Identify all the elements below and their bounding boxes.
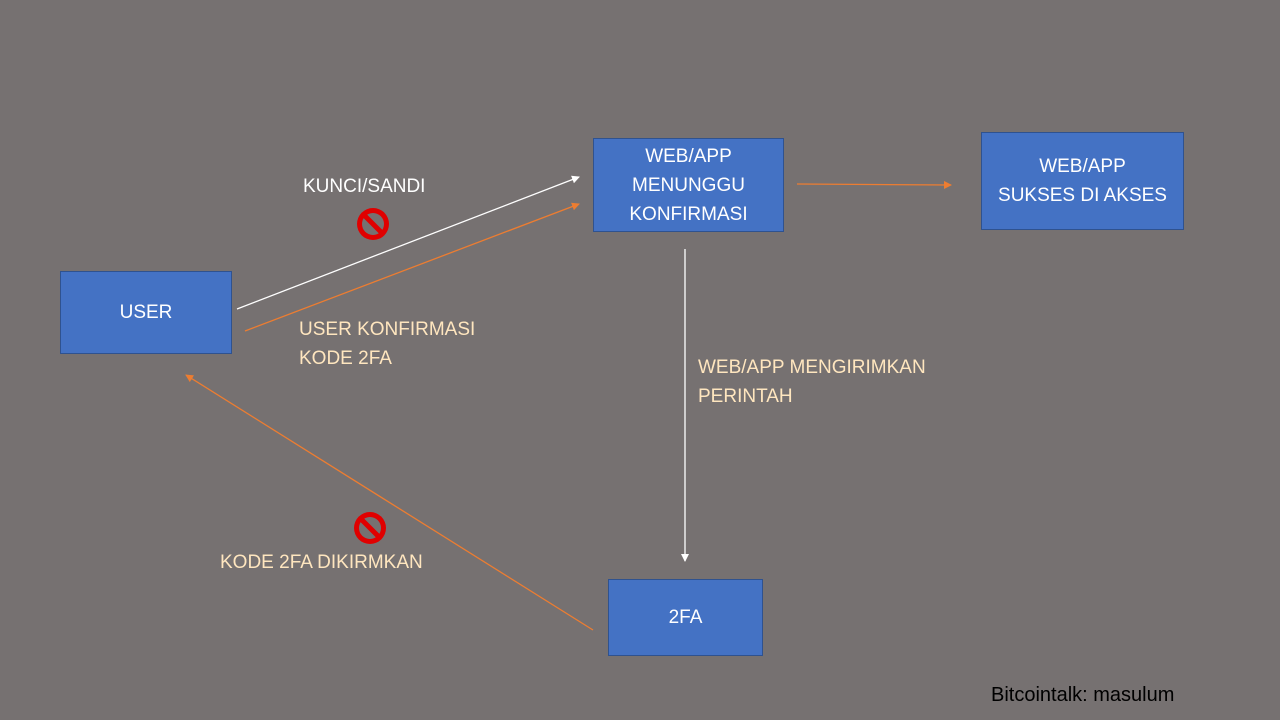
web-app-success-box: WEB/APP SUKSES DI AKSES <box>981 132 1184 230</box>
arrow-2fa-to-user <box>185 374 594 631</box>
prohibited-icon <box>357 208 389 240</box>
credit-text: Bitcointalk: masulum <box>991 684 1175 706</box>
arrow-wait-to-success <box>796 180 952 189</box>
user-confirm-label: USER KONFIRMASI KODE 2FA <box>299 319 476 369</box>
twofa-box: 2FA <box>608 579 763 656</box>
web-app-send-command-label: WEB/APP MENGIRIMKAN PERINTAH <box>698 357 926 407</box>
prohibited-icon <box>354 512 386 544</box>
arrow-user-to-web-confirm <box>244 202 580 332</box>
user-box: USER <box>60 271 232 354</box>
password-label: KUNCI/SANDI <box>303 176 426 197</box>
arrow-user-to-web-password <box>236 175 580 310</box>
web-app-waiting-box: WEB/APP MENUNGGU KONFIRMASI <box>593 138 784 232</box>
code-sent-label: KODE 2FA DIKIRMKAN <box>220 552 423 573</box>
